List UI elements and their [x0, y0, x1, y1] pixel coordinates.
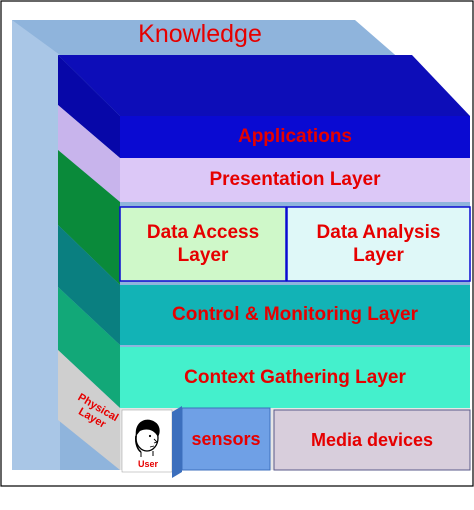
media-box: [273, 409, 471, 471]
context-gathering-label: Context Gathering Layer: [184, 366, 406, 388]
knowledge-title: Knowledge: [138, 19, 262, 48]
presentation-front: [120, 158, 470, 202]
data-analysis-line1: Data Analysis: [316, 221, 441, 243]
user-label: User: [137, 459, 158, 469]
knowledge-box-left-face: [12, 20, 60, 470]
data-analysis-label: Data Analysis Layer: [287, 207, 470, 281]
context-front: [120, 347, 470, 408]
control-front: [120, 285, 470, 345]
media-devices-label: Media devices: [310, 429, 434, 450]
data-analysis-front: [286, 206, 471, 282]
sensors-side: [172, 406, 182, 478]
presentation-side-face: [58, 105, 120, 202]
data-access-line2: Layer: [177, 244, 229, 266]
data-access-front: [119, 206, 287, 282]
data-access-line1: Data Access: [146, 221, 260, 243]
control-side-face: [58, 225, 120, 345]
data-access-label: Data Access Layer: [120, 207, 286, 281]
data-analysis-line2: Layer: [353, 244, 404, 266]
sensors-box: [181, 407, 271, 471]
applications-label: Applications: [237, 126, 352, 148]
applications-front: [120, 116, 470, 158]
sensors-label: sensors: [191, 428, 261, 449]
applications-side-face: [58, 55, 120, 158]
applications-top-face: [58, 55, 470, 116]
presentation-label: Presentation Layer: [209, 169, 381, 191]
user-face-icon: [135, 419, 160, 457]
context-side-face: [58, 287, 120, 408]
physical-side-face: [58, 350, 120, 470]
control-monitoring-label: Control & Monitoring Layer: [172, 304, 418, 326]
data-layers-side-face: [58, 150, 120, 285]
